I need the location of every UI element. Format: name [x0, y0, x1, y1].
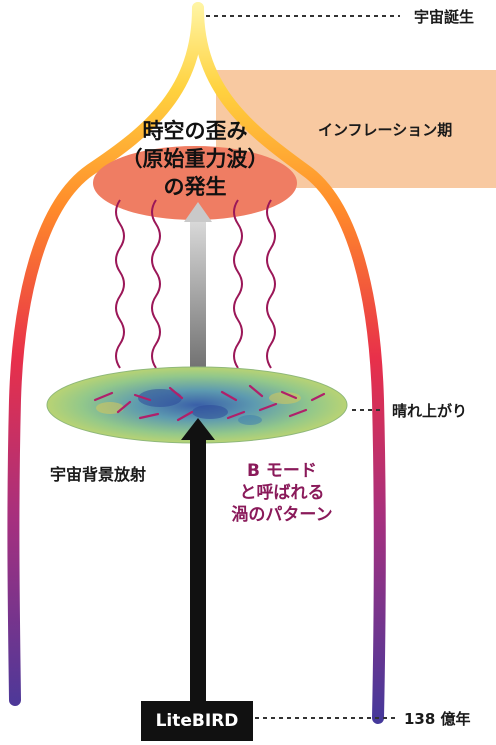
- gravitational-waves: [115, 199, 276, 369]
- past-arrow-head: [184, 202, 212, 222]
- bmode-label-line3: 渦のパターン: [231, 505, 333, 525]
- universe-cone: [192, 2, 386, 724]
- gravity-wave: [151, 199, 161, 369]
- bmode-label-line1: B モード: [247, 461, 317, 481]
- inflation-label: インフレーション期: [318, 121, 453, 139]
- ripple-label-line1: 時空の歪み: [142, 119, 248, 143]
- past-arrow-shaft: [190, 222, 206, 372]
- gravity-wave: [115, 199, 125, 369]
- cmb-label: 宇宙背景放射: [50, 465, 147, 484]
- ripple-label-line2: （原始重力波）: [121, 147, 269, 171]
- bmode-label: B モード と呼ばれる 渦のパターン: [222, 460, 342, 526]
- recombination-label: 晴れ上がり: [392, 402, 468, 420]
- observation-arrow-head: [181, 418, 215, 440]
- observation-arrow-shaft: [190, 438, 206, 702]
- present-age-label: 138 億年: [404, 710, 471, 728]
- bmode-pattern: [93, 384, 326, 422]
- bmode-label-line2: と呼ばれる: [239, 483, 325, 503]
- ripple-label: 時空の歪み （原始重力波） の発生: [95, 117, 295, 201]
- ripple-label-line3: の発生: [163, 175, 227, 199]
- cmb-mottling: [96, 389, 301, 425]
- gravity-wave: [266, 199, 276, 369]
- gravity-wave: [233, 199, 243, 369]
- litebird-satellite-label: LiteBIRD: [141, 701, 253, 741]
- universe-cone: [7, 2, 204, 706]
- big-bang-label: 宇宙誕生: [414, 8, 475, 26]
- ripple-ellipse: [93, 146, 297, 220]
